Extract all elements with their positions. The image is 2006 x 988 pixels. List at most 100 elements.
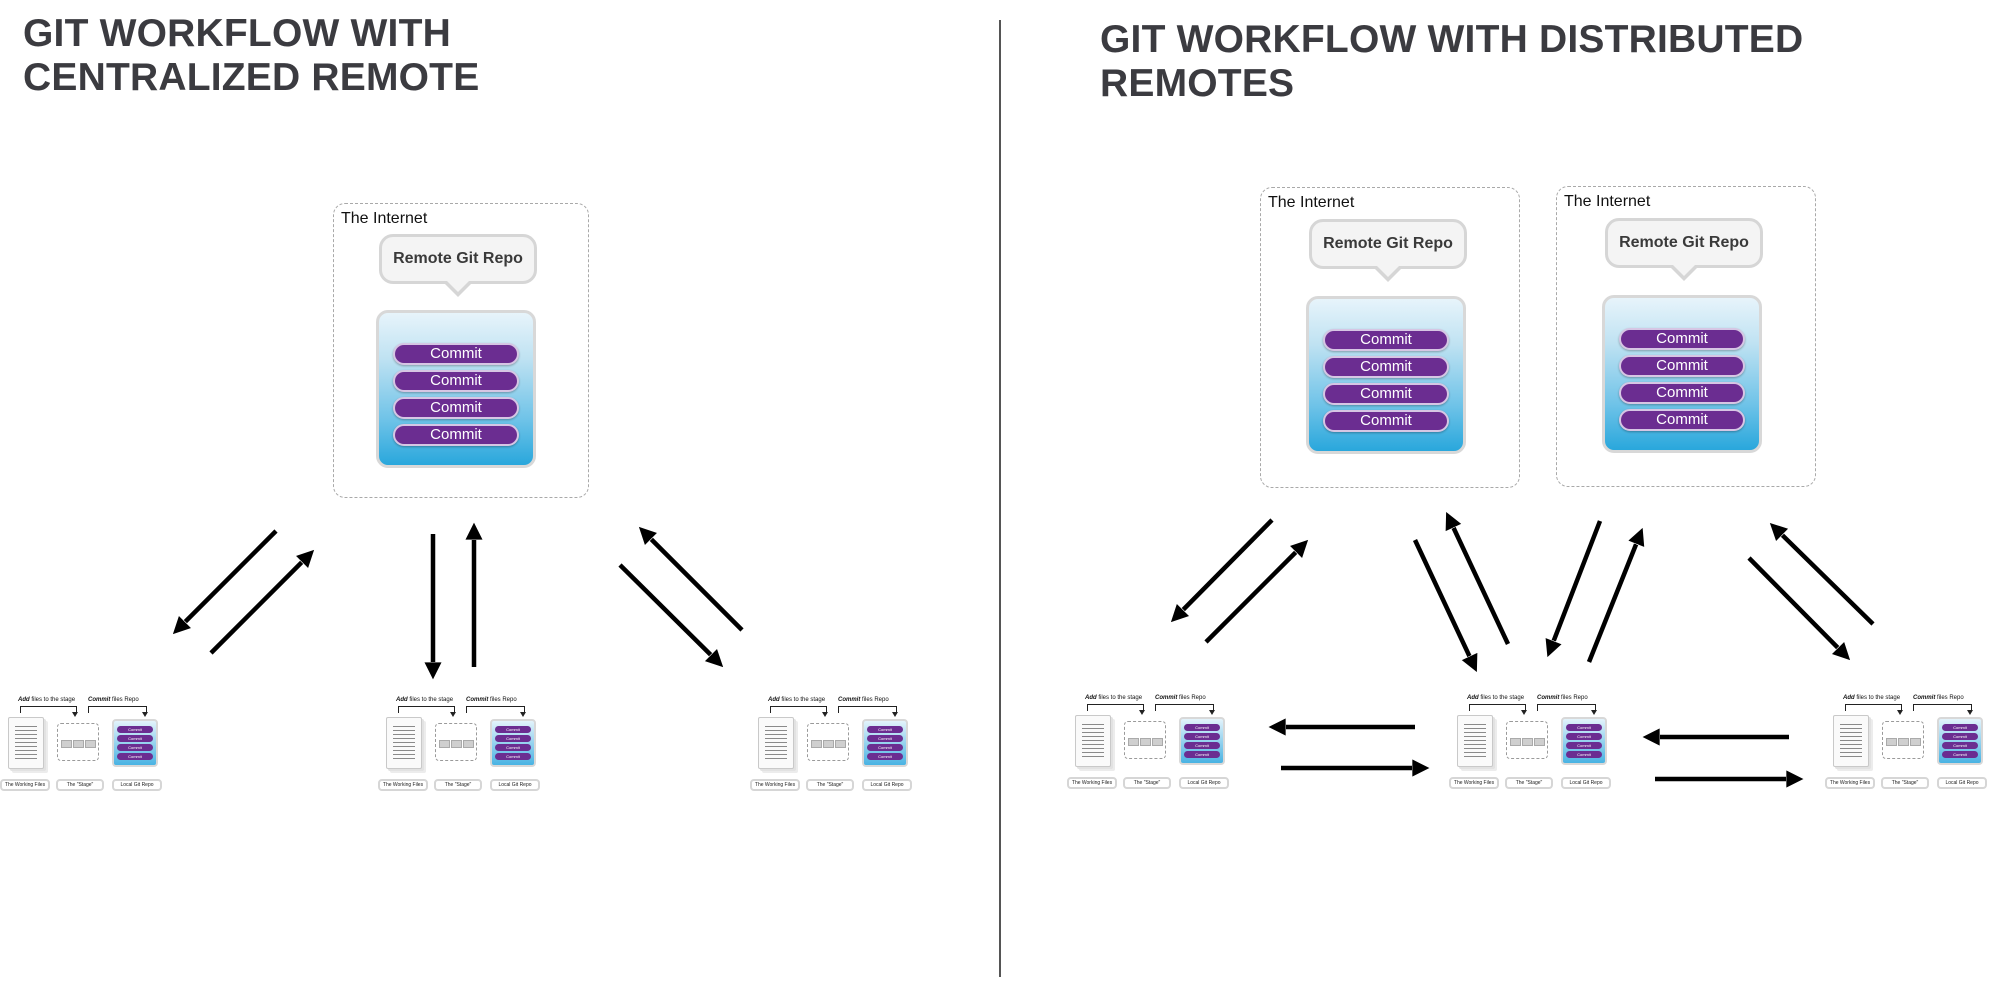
left-title: GIT WORKFLOW WITH CENTRALIZED REMOTE: [23, 12, 479, 100]
add-arrowhead: [450, 712, 456, 717]
commit-item: Commit: [1619, 382, 1745, 404]
local-workflow: Add files to the stage Commit files Repo…: [1825, 693, 1990, 798]
commit-note: Commit files Repo: [838, 697, 889, 703]
mini-commit: Commit: [1942, 724, 1978, 731]
internet-label: The Internet: [341, 210, 428, 227]
remote-repo-box: Commit Commit Commit Commit: [1306, 296, 1466, 454]
local-repo-label: Local Git Repo: [1937, 777, 1987, 789]
working-files-doc: [758, 717, 794, 769]
working-files-label: The Working Files: [1825, 777, 1875, 789]
commit-item: Commit: [1619, 409, 1745, 431]
commit-item: Commit: [393, 424, 519, 446]
stage-box: [1882, 721, 1924, 759]
add-note: Add files to the stage: [18, 697, 76, 703]
mini-commit: Commit: [495, 735, 531, 742]
working-files-label: The Working Files: [1449, 777, 1499, 789]
commit-item: Commit: [393, 397, 519, 419]
commit-note: Commit files Repo: [1913, 695, 1964, 701]
internet-box-central: The Internet Remote Git Repo Commit Comm…: [333, 203, 589, 498]
mini-commit: Commit: [1184, 742, 1220, 749]
internet-label: The Internet: [1564, 193, 1651, 210]
working-files-label: The Working Files: [378, 779, 428, 791]
mini-commit: Commit: [495, 726, 531, 733]
stage-box: [1506, 721, 1548, 759]
commit-bracket: [466, 706, 525, 713]
remote-repo-bubble: Remote Git Repo: [379, 234, 537, 297]
add-bracket: [20, 706, 77, 713]
commit-arrowhead: [1591, 710, 1597, 715]
arrow-pull-r2-right: [1747, 556, 1847, 657]
remote-repo-bubble: Remote Git Repo: [1309, 219, 1467, 282]
mini-commit: Commit: [1184, 751, 1220, 758]
commit-note: Commit files Repo: [88, 697, 139, 703]
local-workflow: Add files to the stage Commit files Repo…: [1449, 693, 1614, 798]
remote-repo-box: Commit Commit Commit Commit: [376, 310, 536, 468]
working-files-doc: [8, 717, 44, 769]
internet-box-remote-2: The Internet Remote Git Repo Commit Comm…: [1556, 186, 1816, 487]
working-files-label: The Working Files: [750, 779, 800, 791]
add-arrowhead: [1521, 710, 1527, 715]
add-arrowhead: [822, 712, 828, 717]
commit-note: Commit files Repo: [1155, 695, 1206, 701]
commit-item: Commit: [1323, 356, 1449, 378]
arrow-push-right: [642, 530, 744, 632]
local-workflow: Add files to the stage Commit files Repo…: [378, 695, 543, 800]
commit-arrowhead: [520, 712, 526, 717]
commit-item: Commit: [1619, 355, 1745, 377]
add-note: Add files to the stage: [396, 697, 454, 703]
mini-commit: Commit: [495, 744, 531, 751]
stage-box: [435, 723, 477, 761]
mini-commit: Commit: [867, 735, 903, 742]
mini-commit: Commit: [1942, 742, 1978, 749]
local-repo-label: Local Git Repo: [112, 779, 162, 791]
working-files-doc: [386, 717, 422, 769]
stage-label: The "Stage": [1881, 777, 1929, 789]
working-files-doc: [1075, 715, 1111, 767]
mini-commit: Commit: [867, 753, 903, 760]
arrow-push-r2-right: [1773, 526, 1875, 626]
add-bracket: [398, 706, 455, 713]
internet-box-remote-1: The Internet Remote Git Repo Commit Comm…: [1260, 187, 1520, 488]
arrow-pull-r1-left: [1174, 518, 1274, 619]
stage-box: [57, 723, 99, 761]
remote-repo-box: Commit Commit Commit Commit: [1602, 295, 1762, 453]
arrow-push-r2-center: [1586, 532, 1641, 663]
arrow-pull-left: [176, 529, 278, 631]
commit-bracket: [1537, 704, 1596, 711]
mini-commit: Commit: [117, 735, 153, 742]
commit-bracket: [88, 706, 147, 713]
add-arrowhead: [1897, 710, 1903, 715]
local-repo-box: Commit Commit Commit Commit: [1179, 717, 1225, 765]
arrow-push-r1-left: [1204, 543, 1305, 644]
panel-divider: [999, 20, 1001, 977]
add-bracket: [770, 706, 827, 713]
right-title: GIT WORKFLOW WITH DISTRIBUTED REMOTES: [1100, 18, 1804, 105]
local-repo-box: Commit Commit Commit Commit: [112, 719, 158, 767]
local-workflow: Add files to the stage Commit files Repo…: [1067, 693, 1232, 798]
mini-commit: Commit: [867, 726, 903, 733]
local-repo-label: Local Git Repo: [1561, 777, 1611, 789]
commit-arrowhead: [892, 712, 898, 717]
arrow-pull-right: [618, 563, 720, 664]
commit-item: Commit: [1323, 383, 1449, 405]
commit-bracket: [838, 706, 897, 713]
left-title-line1: GIT WORKFLOW WITH: [23, 12, 451, 55]
stage-label: The "Stage": [806, 779, 854, 791]
add-note: Add files to the stage: [1085, 695, 1143, 701]
mini-commit: Commit: [117, 744, 153, 751]
add-note: Add files to the stage: [1467, 695, 1525, 701]
local-repo-label: Local Git Repo: [490, 779, 540, 791]
local-workflow: Add files to the stage Commit files Repo…: [0, 695, 165, 800]
commit-arrowhead: [1209, 710, 1215, 715]
left-title-line2: CENTRALIZED REMOTE: [23, 56, 480, 99]
commit-note: Commit files Repo: [466, 697, 517, 703]
mini-commit: Commit: [867, 744, 903, 751]
mini-commit: Commit: [1566, 751, 1602, 758]
mini-commit: Commit: [1942, 751, 1978, 758]
arrow-pull-r1-center: [1412, 539, 1475, 668]
add-arrowhead: [1139, 710, 1145, 715]
arrow-push-r1-center: [1448, 516, 1511, 645]
internet-label: The Internet: [1268, 194, 1355, 211]
local-repo-box: Commit Commit Commit Commit: [490, 719, 536, 767]
